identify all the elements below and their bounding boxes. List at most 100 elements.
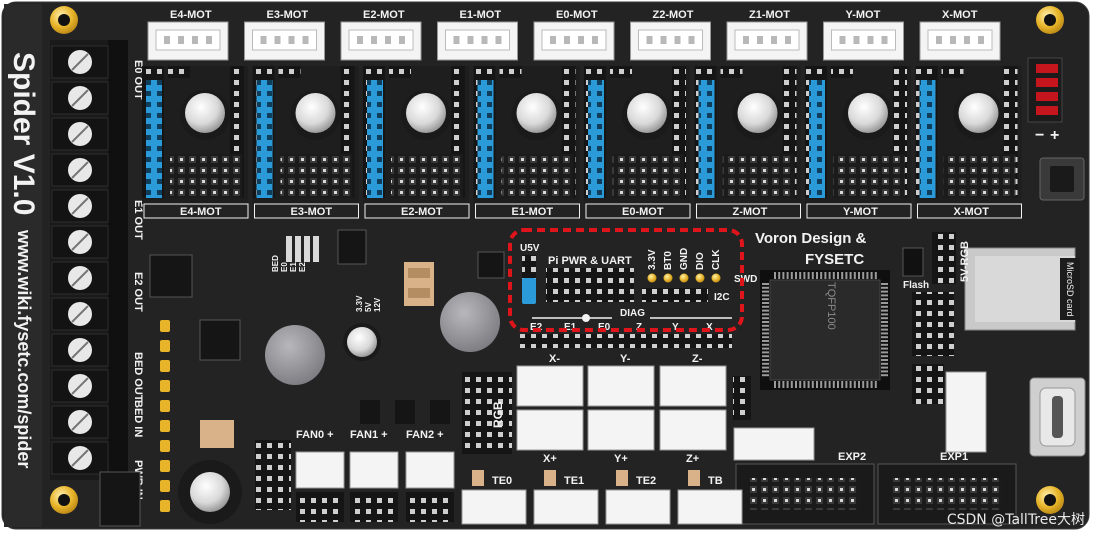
motor-connector-label: E1-MOT [460, 9, 502, 21]
fan-jumper[interactable] [296, 492, 344, 522]
header-3pin[interactable] [733, 376, 751, 420]
swd-pin[interactable] [647, 273, 657, 283]
led-label: E1 [289, 262, 298, 272]
watermark: CSDN @TallTree大树 [946, 512, 1085, 528]
endstop-connector[interactable] [587, 365, 655, 407]
endstop-connector[interactable] [516, 409, 584, 451]
thermistor-connector[interactable] [533, 489, 599, 525]
endstop-connector[interactable] [516, 365, 584, 407]
thermistor-connector[interactable] [605, 489, 671, 525]
driver-label: Z-MOT [733, 206, 768, 218]
fan-connector[interactable] [349, 451, 399, 489]
u5v-label: U5V [520, 243, 540, 254]
power-terminal-block[interactable] [50, 40, 128, 480]
fan-connector[interactable] [405, 451, 455, 489]
swd-pin[interactable] [679, 273, 689, 283]
left-label: BED OUT [132, 352, 144, 402]
diag-header[interactable] [520, 334, 732, 348]
rgb5v-label: 5V-RGB [959, 241, 971, 282]
swd-pin-label: DIO [695, 252, 706, 270]
endstop-connector[interactable] [659, 409, 727, 451]
fan-label: FAN1 + [350, 429, 388, 441]
fan-jumper[interactable] [350, 492, 398, 522]
volt-label: 3.3V [355, 295, 364, 312]
motor-connector-label: E0-MOT [556, 9, 598, 21]
swd-label: SWD [734, 274, 757, 285]
smd-led [160, 340, 170, 352]
driver-socket[interactable] [694, 66, 801, 204]
motor-connector-label: X-MOT [942, 9, 978, 21]
pi-uart-header[interactable] [546, 268, 634, 302]
endstop-label: Y- [620, 353, 631, 365]
connector-right-4pin[interactable] [945, 371, 987, 453]
rgb-header[interactable] [462, 372, 512, 454]
header-block-b[interactable] [912, 364, 944, 404]
mounting-holes [50, 6, 1064, 514]
u5v-jumper-cap[interactable] [522, 278, 536, 304]
u5v-jumper[interactable] [522, 255, 536, 279]
thermistor-label: TE1 [564, 475, 584, 487]
led-label: BED [271, 255, 280, 272]
connector-bottom-4pin[interactable] [733, 427, 815, 461]
driver-socket[interactable] [142, 66, 248, 204]
fan-label: FAN0 + [296, 429, 334, 441]
pi-uart-label: Pi PWR & UART [548, 255, 632, 267]
driver-socket[interactable] [473, 66, 580, 204]
thermistor-connector[interactable] [677, 489, 743, 525]
board-url: www.wiki.fysetc.com/spider [14, 229, 34, 468]
board-name: Spider V1.0 [7, 52, 40, 215]
header-block-a[interactable] [912, 292, 954, 356]
driver-socket[interactable] [584, 66, 690, 204]
diag-pin-label: E1 [564, 322, 577, 333]
driver-label: E1-MOT [512, 206, 554, 218]
motor-connector-label: Y-MOT [846, 9, 881, 21]
rgb5v-header[interactable] [932, 232, 956, 284]
swd-pin-label: CLK [711, 249, 722, 270]
thermistor-label: TE0 [492, 475, 512, 487]
driver-socket[interactable] [363, 66, 469, 204]
smd-led [160, 360, 170, 372]
smd-led [160, 380, 170, 392]
fan-connector[interactable] [295, 451, 345, 489]
endstop-label: X+ [543, 453, 557, 465]
fan-connectors: FAN0 +FAN1 +FAN2 + [295, 429, 455, 522]
power-components [99, 229, 505, 527]
driver-socket[interactable] [252, 66, 359, 204]
exp-label: EXP1 [940, 451, 968, 463]
swd-pin-label: 3.3V [647, 249, 658, 270]
brand-line1: Voron Design & [755, 230, 867, 247]
thermistor-connector[interactable] [461, 489, 527, 525]
driver-label: E3-MOT [291, 206, 333, 218]
swd-pin[interactable] [695, 273, 705, 283]
smd-led [160, 440, 170, 452]
endstop-connector[interactable] [659, 365, 727, 407]
endstop-connector[interactable] [587, 409, 655, 451]
volt-label: 5V [364, 302, 373, 312]
i2c-label: I2C [714, 292, 730, 303]
fan-jumper[interactable] [406, 492, 454, 522]
swd-pin-label: BT0 [663, 251, 674, 270]
motor-connector-label: Z1-MOT [749, 9, 790, 21]
usb-c-connector[interactable] [1029, 377, 1086, 457]
i2c-header[interactable] [642, 288, 708, 302]
left-label: BED IN [132, 400, 144, 437]
diag-pin-label: Y [672, 322, 679, 333]
left-label: E2 OUT [132, 272, 144, 312]
microsd-label: MicroSD card [1065, 262, 1075, 317]
driver-socket[interactable] [915, 66, 1022, 204]
diag-label: DIAG [620, 308, 645, 319]
endstop-label: Z+ [686, 453, 699, 465]
fan-polarity-connector[interactable] [1027, 57, 1063, 123]
led-label: E0 [280, 262, 289, 272]
microsd-slot[interactable] [964, 247, 1080, 331]
left-label: E1 OUT [132, 200, 144, 240]
swd-pin[interactable] [711, 273, 721, 283]
swd-pin[interactable] [663, 273, 673, 283]
exp-label: EXP2 [838, 451, 866, 463]
driver-socket[interactable] [805, 66, 911, 204]
flash-label: Flash [903, 280, 929, 291]
smd-led [160, 460, 170, 472]
